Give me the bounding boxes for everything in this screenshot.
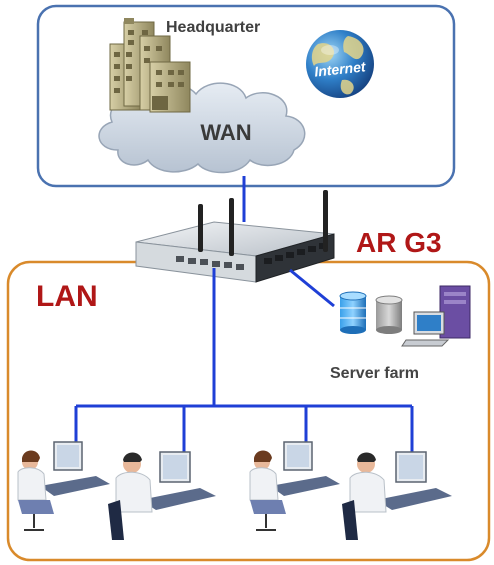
headquarter-building-icon — [109, 18, 191, 113]
server-farm-label: Server farm — [330, 365, 419, 382]
user-workstation-icon — [249, 441, 340, 531]
network-links — [74, 176, 414, 452]
router-icon — [135, 190, 335, 283]
storage-icon — [375, 295, 403, 334]
lan-label: LAN — [36, 280, 98, 313]
server-workstation-icon — [401, 285, 471, 347]
database-icon — [339, 291, 367, 334]
internet-globe-icon — [306, 30, 374, 98]
headquarter-label: Headquarter — [166, 19, 260, 36]
internet-label: Internet — [314, 58, 368, 79]
user-workstation-icon — [342, 451, 452, 540]
user-workstation-icon — [17, 441, 110, 531]
router-label: AR G3 — [356, 227, 442, 258]
user-workstation-icon — [108, 451, 216, 540]
wan-label: WAN — [200, 120, 251, 145]
